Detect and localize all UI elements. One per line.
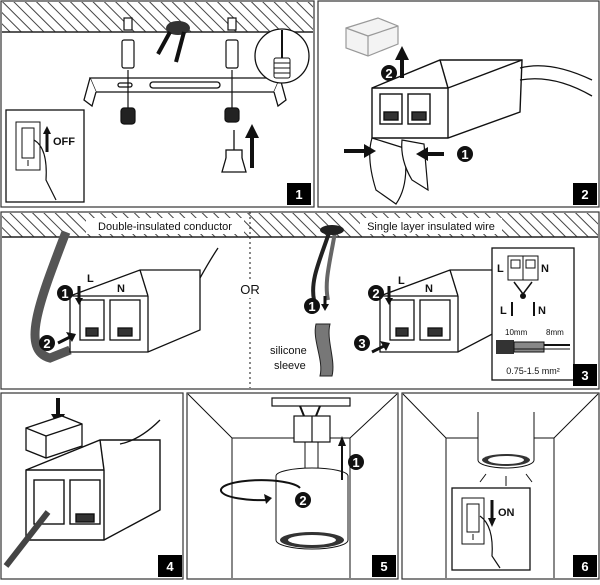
panel-2: 2 1 2 (317, 0, 600, 208)
switch-inset-on: ON (451, 487, 531, 571)
push-up-arrow (245, 124, 259, 168)
detail-wire-l: L (500, 305, 507, 317)
driver-box (371, 59, 523, 139)
panel-1: OFF 1 (0, 0, 315, 208)
removed-cover (345, 17, 399, 57)
input-cable-4 (3, 510, 51, 568)
panel-5: 1 2 5 (186, 392, 399, 580)
on-label: ON (498, 507, 515, 519)
panel-4-number: 4 (166, 559, 174, 574)
mount-bracket-5 (271, 397, 351, 443)
terminal-detail-box: L N L N 10mm 8mm 0.75-1.5 mm² (491, 247, 575, 381)
insert-arrow-right: 3 (354, 335, 390, 354)
double-insulated-title: Double-insulated conductor (98, 221, 232, 233)
panel-5-number: 5 (380, 559, 387, 574)
panel-1-number: 1 (295, 187, 302, 202)
callout-1-left: 1 (61, 286, 68, 301)
panel-2-number: 2 (581, 187, 588, 202)
panel-6-number: 6 (581, 559, 588, 574)
switch-inset-off: OFF (5, 109, 85, 203)
rotate-arrow-5: 2 (220, 479, 311, 508)
wall-plug-left (120, 17, 136, 125)
panel-6: ON 6 (401, 392, 600, 580)
callout-1-mid: 1 (308, 299, 315, 314)
lift-arrow: 2 (381, 46, 409, 81)
terminal-n-right: N (425, 283, 433, 295)
downlight-body (275, 442, 349, 550)
off-label: OFF (53, 136, 75, 148)
detail-terminal-n: N (541, 263, 549, 275)
wall-plug-right (224, 17, 240, 123)
screw-detail-zoom (254, 28, 310, 84)
squeeze-arrow-left (344, 144, 376, 158)
output-cable (519, 65, 593, 97)
right-cable-left (199, 247, 219, 279)
screwdriver (221, 130, 247, 173)
terminal-l-left: L (87, 273, 94, 285)
silicone-sleeve (314, 323, 334, 377)
single-layer-title: Single layer insulated wire (367, 221, 495, 233)
panel-4: 4 (0, 392, 184, 580)
cable-outlet (156, 21, 190, 63)
callout-1: 1 (461, 147, 468, 162)
terminal-l-right: L (398, 275, 405, 287)
detail-wire-n: N (538, 305, 546, 317)
detail-terminal-l: L (497, 263, 504, 275)
installed-downlight (477, 412, 535, 486)
output-cable-4 (119, 419, 161, 445)
callout-2: 2 (385, 66, 392, 81)
terminal-block-left (69, 269, 201, 353)
push-down-arrow-right: 2 (368, 285, 393, 305)
cover-snap-on (25, 415, 83, 459)
strip-length-10mm: 10mm (505, 328, 528, 337)
terminal-n-left: N (117, 283, 125, 295)
push-down-arrow-left: 1 (57, 285, 83, 305)
panel-3: Double-insulated conductor Single layer … (0, 211, 600, 390)
push-down-arrow-mid: 1 (304, 296, 329, 314)
single-wires (311, 229, 337, 301)
panel-3-number: 3 (581, 368, 588, 383)
callout-2-p5: 2 (299, 493, 306, 508)
driver-box-4 (25, 439, 161, 541)
wire-gauge-range: 0.75-1.5 mm² (506, 366, 560, 376)
terminal-block-right (379, 269, 501, 353)
callout-2-right: 2 (372, 286, 379, 301)
sleeve-label-line2: sleeve (274, 360, 306, 372)
strip-length-8mm: 8mm (546, 328, 564, 337)
squeeze-arrow-right: 1 (416, 146, 473, 162)
sleeve-label-line1: silicone (270, 345, 307, 357)
double-insulated-cable (30, 230, 72, 363)
callout-3: 3 (358, 336, 365, 351)
insert-arrow-left: 2 (39, 332, 76, 351)
or-label: OR (240, 282, 260, 297)
callout-2-left: 2 (43, 336, 50, 351)
lift-arrow-5: 1 (338, 436, 364, 480)
callout-1-p5: 1 (352, 455, 359, 470)
